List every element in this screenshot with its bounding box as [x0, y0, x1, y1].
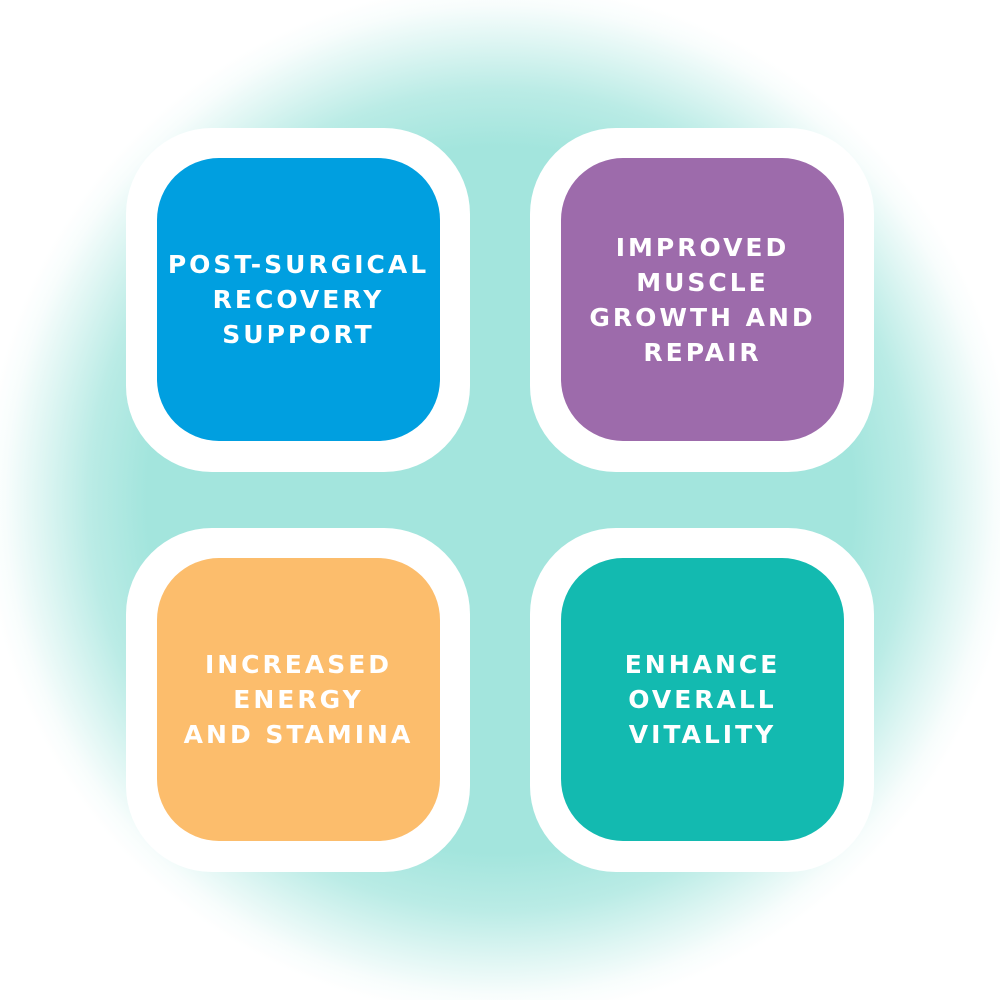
card-frame-increased-energy: INCREASED ENERGY AND STAMINA [126, 528, 470, 872]
card-label-improved-muscle-growth: IMPROVED MUSCLE GROWTH AND REPAIR [589, 232, 816, 367]
card-frame-post-surgical-recovery: POST-SURGICAL RECOVERY SUPPORT [126, 128, 470, 472]
card-frame-enhance-vitality: ENHANCE OVERALL VITALITY [530, 528, 874, 872]
card-enhance-vitality: ENHANCE OVERALL VITALITY [561, 558, 844, 841]
card-label-post-surgical-recovery: POST-SURGICAL RECOVERY SUPPORT [167, 250, 430, 349]
card-label-enhance-vitality: ENHANCE OVERALL VITALITY [624, 650, 781, 749]
card-increased-energy: INCREASED ENERGY AND STAMINA [157, 558, 440, 841]
card-label-increased-energy: INCREASED ENERGY AND STAMINA [183, 650, 414, 749]
card-post-surgical-recovery: POST-SURGICAL RECOVERY SUPPORT [157, 158, 440, 441]
card-frame-improved-muscle-growth: IMPROVED MUSCLE GROWTH AND REPAIR [530, 128, 874, 472]
card-improved-muscle-growth: IMPROVED MUSCLE GROWTH AND REPAIR [561, 158, 844, 441]
